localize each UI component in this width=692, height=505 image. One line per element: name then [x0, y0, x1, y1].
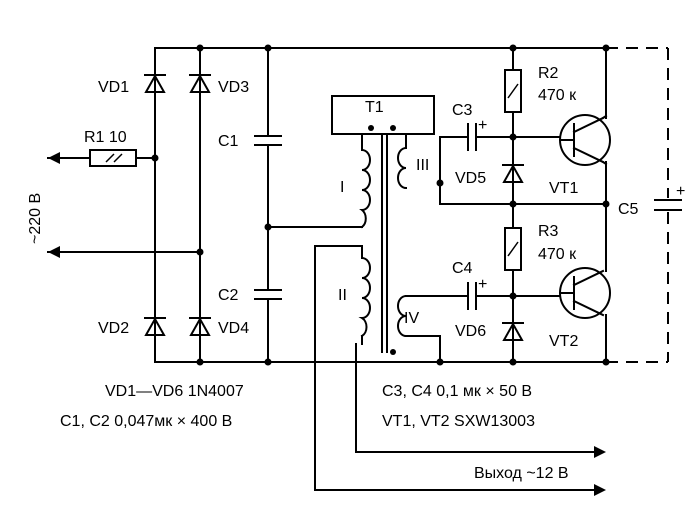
output-lines [314, 446, 606, 496]
label-winding-iv: IV [404, 310, 419, 327]
label-c4: C4 [452, 260, 473, 277]
diode-vd3 [189, 73, 211, 93]
note-diodes: VD1—VD6 1N4007 [105, 383, 244, 400]
label-c3: C3 [452, 102, 473, 119]
label-c4-plus: + [478, 276, 487, 293]
note-transistors: VT1, VT2 SXW13003 [382, 413, 535, 430]
upper-driver [433, 47, 611, 205]
label-vd3: VD3 [218, 79, 249, 96]
label-r3-value: 470 к [538, 246, 577, 263]
diode-vd4 [189, 316, 211, 336]
label-c5-plus: + [676, 183, 685, 200]
label-r1: R1 10 [84, 129, 127, 146]
note-c1-c2: C1, C2 0,047мк × 400 В [60, 413, 232, 430]
capacitor-c5 [654, 48, 682, 362]
label-winding-iii: III [416, 157, 429, 174]
diode-vd2 [144, 316, 166, 336]
label-output: Выход ~12 В [474, 465, 569, 482]
label-vt2: VT2 [549, 333, 578, 350]
label-c2: C2 [218, 287, 239, 304]
label-vd6: VD6 [455, 323, 486, 340]
diode-vd1 [144, 73, 166, 93]
label-c3-plus: + [478, 117, 487, 134]
label-r2: R2 [538, 65, 559, 82]
capacitor-column [254, 47, 363, 363]
label-vd4: VD4 [218, 320, 249, 337]
label-vd2: VD2 [98, 320, 129, 337]
transformer-t1 [314, 95, 441, 491]
label-winding-i: I [340, 179, 344, 196]
diode-bridge [144, 47, 211, 363]
label-vd5: VD5 [455, 170, 486, 187]
label-r3: R3 [538, 223, 559, 240]
label-c1: C1 [218, 133, 239, 150]
label-r2-value: 470 к [538, 87, 577, 104]
junction-dots [151, 44, 610, 366]
label-vd1: VD1 [98, 79, 129, 96]
label-vt1: VT1 [549, 180, 578, 197]
label-winding-ii: II [338, 287, 347, 304]
lower-driver [405, 203, 611, 363]
input-lines [47, 149, 201, 258]
label-t1: T1 [365, 99, 384, 116]
label-c5: C5 [618, 201, 639, 218]
note-c3-c4: C3, C4 0,1 мк × 50 В [382, 383, 532, 400]
label-input: ~220 В [27, 193, 44, 244]
